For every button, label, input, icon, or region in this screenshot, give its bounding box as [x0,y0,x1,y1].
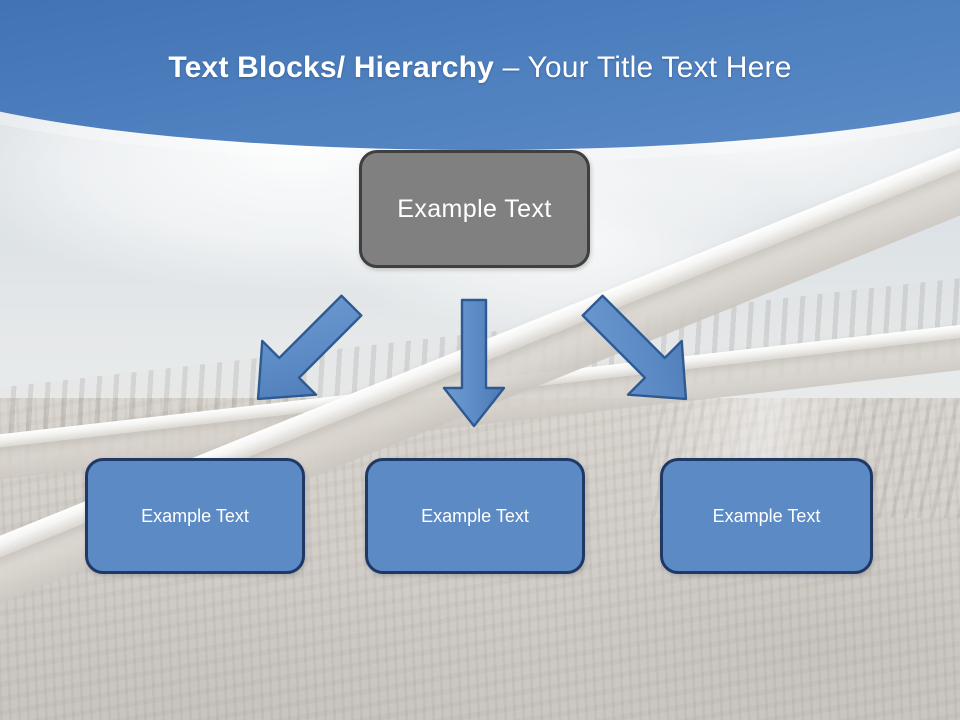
page-title-regular: Your Title Text Here [527,51,792,84]
hierarchy-child-node-3[interactable]: Example Text [660,458,873,574]
hierarchy-child-label-2: Example Text [421,505,529,526]
page-title-separator: – [494,51,528,84]
hierarchy-child-node-2[interactable]: Example Text [365,458,585,574]
page-title-bold: Text Blocks/ Hierarchy [168,51,495,84]
hierarchy-child-node-1[interactable]: Example Text [85,458,305,574]
hierarchy-parent-node[interactable]: Example Text [359,150,590,268]
page-title: Text Blocks/ Hierarchy – Your Title Text… [0,51,960,85]
arrow-to-child-1 [234,286,374,420]
hierarchy-parent-label: Example Text [397,194,552,223]
arrow-to-child-2 [440,298,508,428]
hierarchy-child-label-3: Example Text [712,505,821,526]
arrow-to-child-3 [565,286,715,420]
hierarchy-child-label-1: Example Text [141,505,249,526]
header-band [0,0,960,150]
